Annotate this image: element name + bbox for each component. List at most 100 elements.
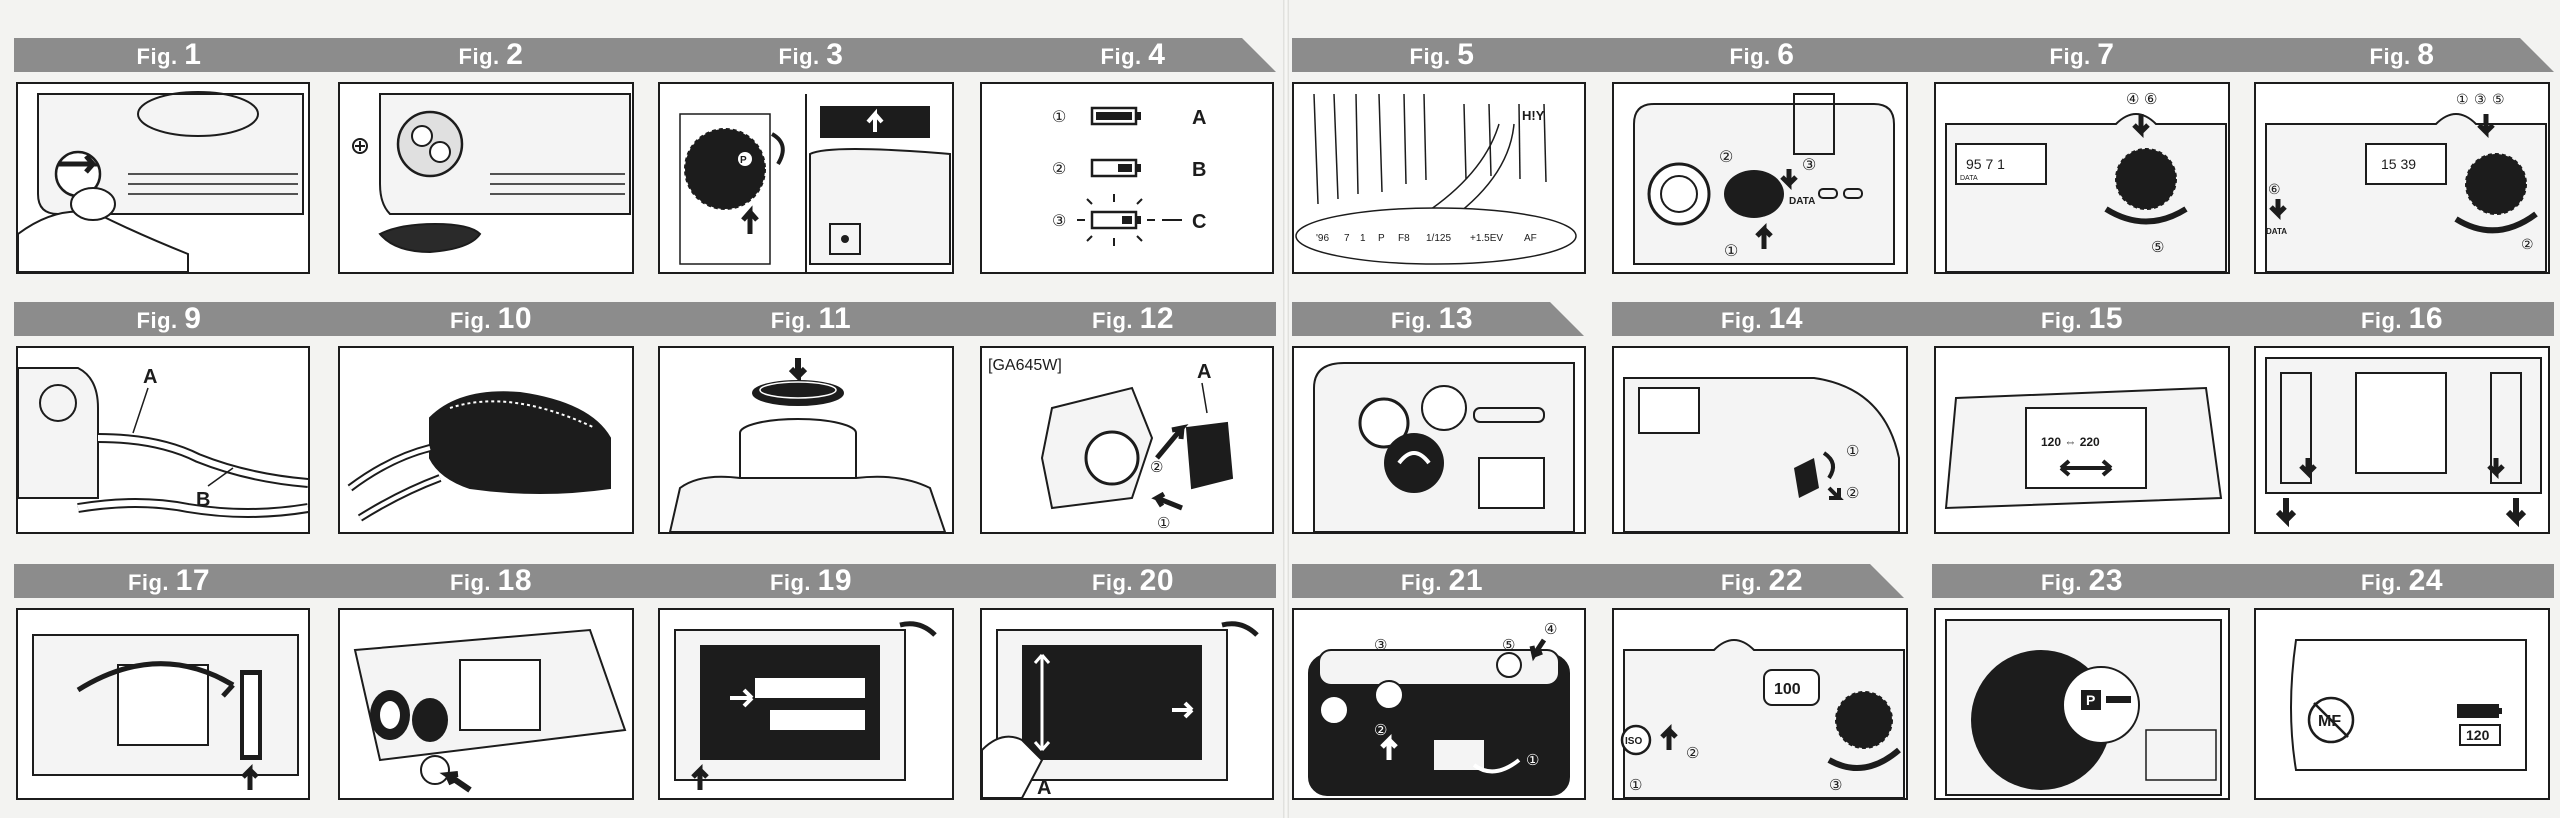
fig-caption-7: Fig. 7 [2049,38,2115,71]
fig-caption-21: Fig. 21 [1400,564,1484,597]
mode-p-label: P [2086,692,2095,708]
header-band-row2-right [1612,302,2554,336]
lens-hood-icon [1185,421,1234,490]
insert-arrow-icon [1151,491,1183,511]
fig-caption-2: Fig. 2 [458,38,524,71]
hood-a-label: A [1197,361,1211,383]
step-1-label: ① [2456,91,2469,107]
fig-panel-2 [338,82,634,274]
step-4-label: ④ [1544,621,1557,638]
imprint-aperture: F8 [1398,233,1410,244]
fig-caption-14: Fig. 14 [1720,302,1804,335]
fig-panel-22: 100 ISO ① ② ③ [1612,608,1908,800]
rotate-arrow-icon [2454,211,2538,234]
battery-icon [2457,704,2499,718]
film-backing-icon [700,645,880,760]
eyepiece-illustration [1313,362,1575,532]
down-arrow-icon [2269,199,2287,221]
down-arrow-icon [2487,458,2505,480]
fig-caption-20: Fig. 20 [1091,564,1175,597]
fig-caption-8: Fig. 8 [2369,38,2435,71]
fig-caption-6: Fig. 6 [1729,38,1795,71]
fig-panel-14: ① ② [1612,346,1908,534]
battery-cover-icon [378,222,482,254]
step-1-label: ① [1724,243,1738,260]
data-button-label: DATA [2266,227,2287,236]
rotate-arrow-icon [1822,451,1835,480]
imprint-ev: +1.5EV [1470,233,1503,244]
fig-panel-4: ① A ② B ③ C [980,82,1274,274]
camera-case-illustration [347,391,611,522]
fig-panel-8: 15 39 ① ③ ⑤ ⑥ DATA ② [2254,82,2550,274]
start-mark-a-label: A [1037,777,1051,798]
sign-text: H!Y [1522,108,1545,123]
step-5-label: ⑤ [2151,239,2164,256]
fig-caption-9: Fig. 9 [136,302,202,335]
fig-caption-5: Fig. 5 [1409,38,1475,71]
transfer-arrow-icon [76,661,235,693]
fig-caption-15: Fig. 15 [2040,302,2124,335]
fig-panel-24: MF 120 [2254,608,2550,800]
step-6-label: ⑥ [2268,181,2281,197]
data-button-illustration: ② ③ DATA ① [1633,93,1895,265]
fig-panel-12: [GA645W] A ② ① [980,346,1274,534]
step-3-label: ③ [1829,777,1842,794]
down-arrow-icon [2477,114,2495,139]
header-band-row1-left [14,38,1276,72]
fig-caption-11: Fig. 11 [770,302,852,335]
lcd-data-label: DATA [1960,175,1978,182]
step-2-label: ② [1846,485,1859,502]
rotate-arrow-icon [1827,747,1901,771]
step-2-label: ② [1052,161,1066,178]
film-leader-illustration [674,621,937,790]
film-type-switch-label: 120 ⇔ 220 [2041,435,2100,449]
battery-indicator-illustration: ① A ② B ③ C [1052,106,1206,246]
film-insert-illustration [353,628,627,793]
rotate-arrow-icon [2104,206,2188,225]
step-3-label: ③ [1052,213,1066,230]
step-1-label: ① [1052,109,1066,126]
rotate-arrow-icon [1221,621,1259,637]
camera-strap-lug-illustration [18,91,304,272]
up-arrow-icon [691,763,709,790]
lcd-time: 15 39 [2381,156,2416,172]
header-band-row3-right [1932,564,2554,598]
down-arrow-icon [788,358,808,384]
rotate-arrow-icon [899,621,937,637]
up-arrow-icon [241,763,259,790]
model-label: [GA645W] [988,357,1062,374]
strap-part-b-label: B [196,489,210,511]
fig-panel-6: ② ③ DATA ① [1612,82,1908,274]
imprint-year: '96 [1316,233,1329,244]
iso-button-label: ISO [1625,736,1642,747]
indicator-b-label: B [1192,159,1206,181]
fig-panel-19 [658,608,954,800]
fig-caption-16: Fig. 16 [2360,302,2444,335]
fig-panel-13 [1292,346,1586,534]
slide-arrow-icon [1827,486,1844,500]
rotate-arrow-icon [770,132,785,166]
align-arrow-icon [1033,654,1051,751]
fig-caption-12: Fig. 12 [1091,302,1175,335]
battery-compartment-illustration [352,93,631,254]
slide-arrow-icon [2059,459,2113,477]
step-3-label: ③ [2474,91,2487,107]
fig-panel-16 [2254,346,2550,534]
back-latch-illustration: ① ② [1623,377,1900,532]
rotate-arrow-icon [1155,424,1189,460]
pressure-plate-illustration: 120 ⇔ 220 [1944,386,2223,510]
step-2-label: ② [2521,236,2534,252]
program-mode-illustration: P [1945,619,2222,796]
fig-panel-3: P [658,82,954,274]
header-band-row1-right [1292,38,2554,72]
down-arrow-icon [2275,498,2297,528]
data-highlight-ellipse [1295,207,1577,265]
film-type-label: 120 [2466,727,2490,743]
header-band-row3-left [14,564,1276,598]
lcd-indication-illustration: MF 120 [2290,639,2527,771]
fig-panel-7: 95 7 1 DATA ④ ⑥ ⑤ [1934,82,2230,274]
film-load-illustration [32,634,299,790]
step-1-label: ① [1846,443,1859,460]
fig-caption-3: Fig. 3 [778,38,844,71]
